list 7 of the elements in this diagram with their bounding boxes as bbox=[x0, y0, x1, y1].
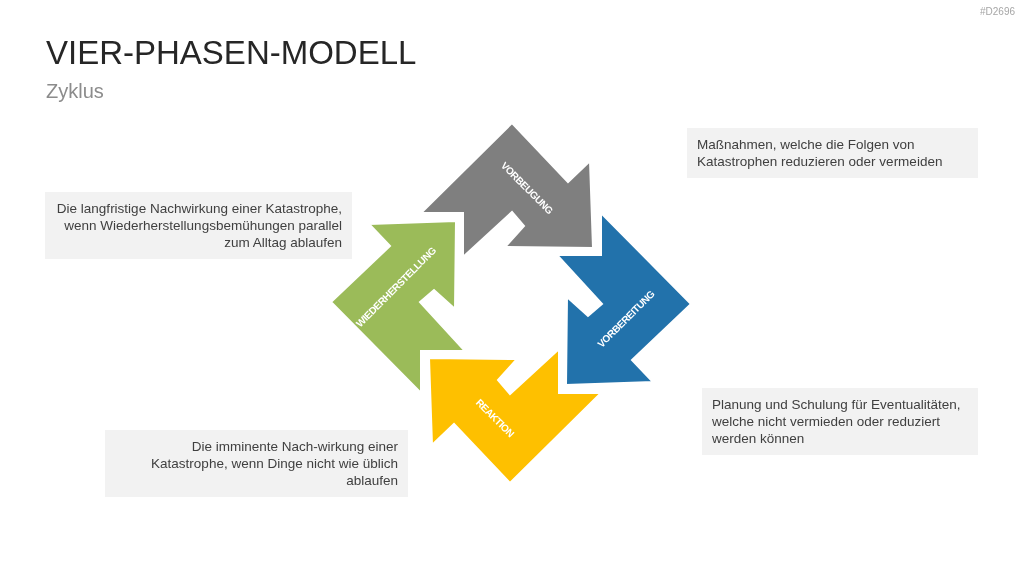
description-box: Die imminente Nach-wirkung einer Katastrophe, wenn Dinge nicht wie üblich ablaufen bbox=[105, 430, 408, 497]
title: VIER-PHASEN-MODELL bbox=[46, 34, 417, 72]
description-box: Die langfristige Nachwirkung einer Katastrophe, wenn Wiederherstellungsbemühungen parallel zum Alltag ablaufen bbox=[45, 192, 352, 259]
description-box: Maßnahmen, welche die Folgen von Katastrophen reduzieren oder vermeiden bbox=[687, 128, 978, 178]
subtitle: Zyklus bbox=[46, 80, 104, 103]
description-box: Planung und Schulung für Eventualitäten, welche nicht vermieden oder reduziert werden können bbox=[702, 388, 978, 455]
slide-code: #D2696 bbox=[980, 6, 1016, 17]
